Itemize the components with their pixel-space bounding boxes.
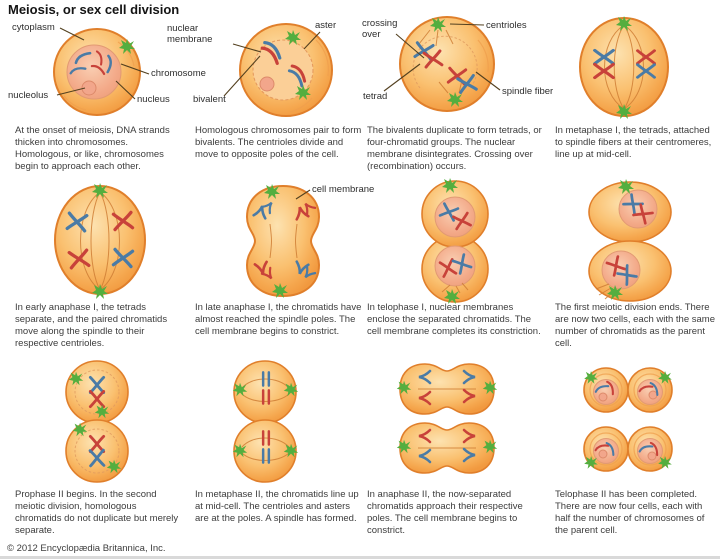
label-spindle-fiber: spindle fiber: [502, 86, 554, 97]
label-crossing-over: crossing over: [362, 18, 398, 40]
cell-metaphase-ii: [232, 360, 299, 483]
cell-prophase-i-pairing: [239, 23, 333, 117]
cell-anaphase-i-early: [54, 183, 146, 299]
cell-prophase-ii: [65, 360, 129, 483]
caption-prophase-ii: Prophase II begins. In the second meioti…: [15, 489, 179, 536]
caption-division-i-complete: The first meiotic division ends. There a…: [555, 302, 715, 349]
cell-telophase-i: [421, 178, 489, 304]
cell-division-i-complete: [588, 179, 672, 302]
cell-anaphase-ii: [396, 363, 498, 474]
caption-prophase-i-crossing-over: The bivalents duplicate to form tetrads,…: [367, 125, 542, 172]
cell-prophase-i-crossing-over: [399, 16, 495, 112]
label-chromosome: chromosome: [151, 68, 206, 79]
label-cytoplasm: cytoplasm: [12, 22, 55, 33]
caption-metaphase-ii: In metaphase II, the chromatids line up …: [195, 489, 359, 524]
caption-anaphase-i-early: In early anaphase I, the tetrads separat…: [15, 302, 168, 349]
copyright-notice: © 2012 Encyclopædia Britannica, Inc.: [7, 543, 166, 554]
caption-anaphase-ii: In anaphase II, the now-separated chroma…: [367, 489, 523, 536]
page-title: Meiosis, or sex cell division: [8, 2, 180, 17]
cell-anaphase-i-late: [245, 184, 321, 298]
label-nuclear-membrane: nuclear membrane: [167, 23, 213, 45]
label-nucleus: nucleus: [137, 94, 170, 105]
caption-telophase-ii: Telophase II has been completed. There a…: [555, 489, 705, 536]
label-tetrad: tetrad: [363, 91, 388, 102]
caption-anaphase-i-late: In late anaphase I, the chromatids have …: [195, 302, 362, 337]
label-bivalent: bivalent: [193, 94, 226, 105]
caption-metaphase-i: In metaphase I, the tetrads, attached to…: [555, 125, 712, 160]
leader-lines: [56, 23, 501, 200]
cell-telophase-ii: [583, 367, 673, 472]
caption-telophase-i: In telophase I, nuclear membranes enclos…: [367, 302, 541, 337]
label-nucleolus: nucleolus: [8, 90, 49, 101]
caption-prophase-i-pairing: Homologous chromosomes pair to form biva…: [195, 125, 362, 160]
cell-prophase-i-onset: [53, 28, 141, 116]
bottom-border: [0, 556, 720, 559]
label-aster: aster: [315, 20, 337, 31]
caption-prophase-i-onset: At the onset of meiosis, DNA strands thi…: [15, 125, 170, 172]
cell-metaphase-i: [579, 16, 669, 119]
label-cell-membrane: cell membrane: [312, 184, 375, 195]
label-centrioles: centrioles: [486, 20, 527, 31]
